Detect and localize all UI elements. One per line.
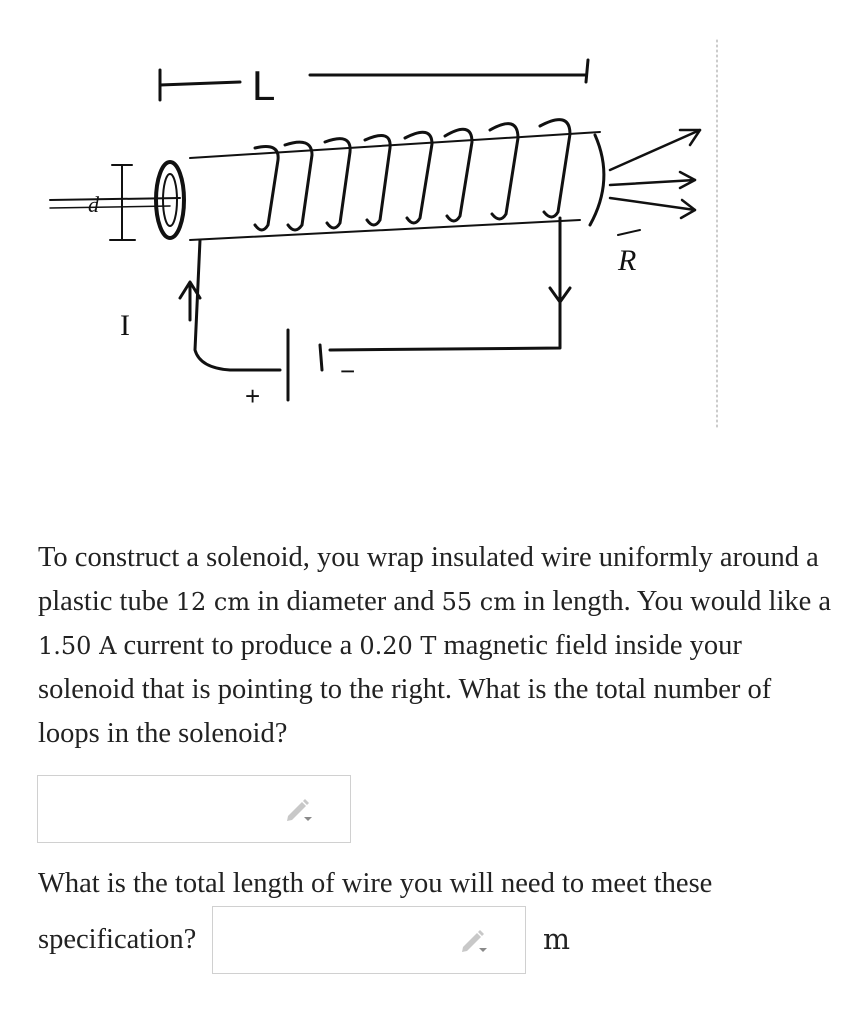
field-value: 0.20 T — [359, 632, 437, 660]
loops-answer-input[interactable] — [37, 775, 351, 843]
diameter-label: d — [88, 192, 100, 217]
question2-text-line2: specification? — [38, 924, 197, 955]
wire-length-answer-input[interactable] — [212, 906, 526, 974]
current-value: 1.50 A — [38, 632, 117, 660]
solenoid-loops — [253, 118, 572, 232]
minus-label: − — [340, 356, 355, 386]
circuit: I + − — [120, 216, 572, 411]
question2-text-line1: What is the total length of wire you wil… — [38, 868, 713, 899]
unit-label: m — [543, 923, 571, 956]
solenoid-diagram: L d — [40, 30, 740, 450]
length-label: L — [252, 62, 275, 109]
field-arrows: R — [608, 128, 702, 277]
right-vector-label: R — [617, 244, 636, 277]
diameter-dimension: d — [88, 164, 136, 241]
plus-label: + — [245, 381, 260, 411]
diameter-value: 12 cm — [175, 588, 251, 616]
length-value: 55 cm — [441, 588, 516, 616]
length-dimension: L — [158, 58, 590, 109]
question1-text: To construct a solenoid, you wrap insula… — [38, 542, 832, 749]
current-label: I — [120, 309, 130, 342]
pencil-icon[interactable] — [282, 794, 316, 824]
pencil-icon[interactable] — [457, 925, 491, 955]
